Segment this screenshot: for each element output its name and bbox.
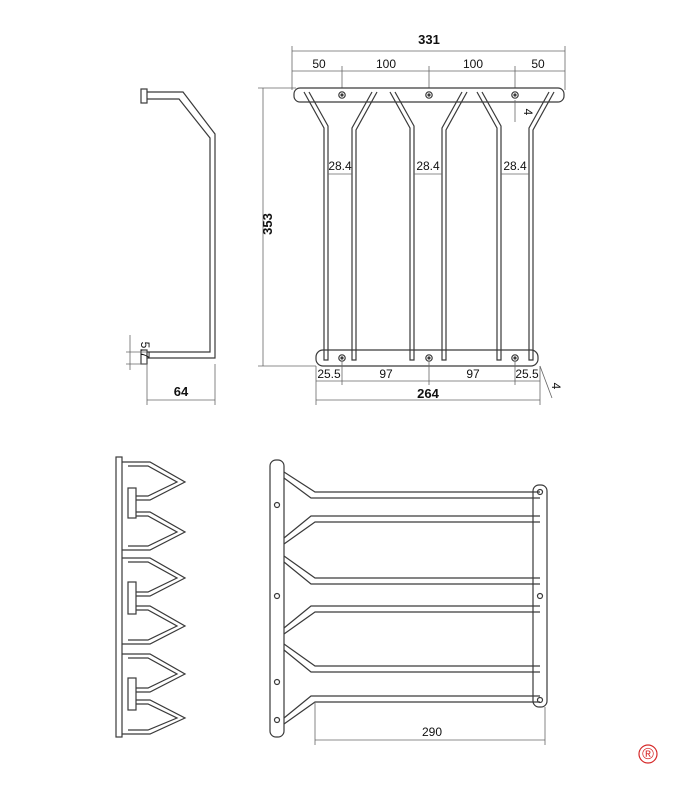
front-bottom-dimensions	[315, 362, 541, 405]
tine-1-left	[303, 91, 329, 361]
arm-3	[283, 555, 540, 579]
screw-hole-top-2	[425, 91, 433, 99]
side-wire-outer	[147, 91, 216, 359]
arm-4	[283, 611, 540, 635]
arm-2	[283, 521, 540, 545]
dim-bottom-seg-3: 97	[466, 367, 480, 381]
top-view-wall-plate	[115, 456, 123, 738]
dim-overall-width: 331	[418, 32, 440, 47]
dim-bottom-offset: 4	[549, 383, 563, 390]
dim-top-offset: 4	[521, 109, 535, 116]
dim-tine-gap-3: 28.4	[503, 159, 527, 173]
bottom-mounting-bar	[315, 349, 539, 367]
side-wire-inner	[147, 98, 211, 353]
loop-3	[122, 653, 187, 693]
arm-view	[269, 459, 548, 738]
arm-1	[283, 471, 540, 493]
loop-2	[122, 557, 187, 597]
loop-1	[122, 461, 187, 501]
wire-tines	[303, 91, 555, 361]
screw-hole-bottom-3	[511, 354, 519, 362]
arm-view-end-bar	[532, 484, 548, 708]
registered-mark-circle	[638, 744, 658, 764]
arm-length-dimension	[314, 702, 546, 745]
registered-mark: ®	[642, 746, 654, 763]
screw-hole-bottom-1	[338, 354, 346, 362]
front-view	[293, 87, 565, 367]
offset-dimensions	[514, 100, 553, 399]
dim-height: 353	[260, 213, 275, 235]
tine-2-left	[389, 91, 415, 361]
front-height-dimension	[258, 87, 316, 367]
dim-top-seg-1: 50	[312, 57, 326, 71]
dim-tine-gap-1: 28.4	[328, 159, 352, 173]
side-view	[140, 88, 216, 365]
screw-hole-top-3	[511, 91, 519, 99]
dim-tab-thickness: 5.7	[138, 342, 152, 359]
side-wall-tab-top	[140, 88, 148, 104]
dim-bottom-seg-2: 97	[379, 367, 393, 381]
dim-bottom-width: 264	[417, 386, 439, 401]
dim-tine-gap-2: 28.4	[416, 159, 440, 173]
tine-3-right	[528, 91, 555, 361]
dim-top-seg-3: 100	[463, 57, 483, 71]
top-view	[115, 456, 187, 738]
screw-hole-top-1	[338, 91, 346, 99]
dim-bottom-seg-1: 25.5	[317, 367, 341, 381]
tine-1-right	[351, 91, 378, 361]
tine-2-right	[441, 91, 468, 361]
front-top-dimensions	[291, 46, 566, 94]
arm-5	[283, 643, 540, 667]
dim-arm-length: 290	[422, 725, 442, 739]
tine-3-left	[476, 91, 502, 361]
screw-hole-bottom-2	[425, 354, 433, 362]
dim-bottom-seg-4: 25.5	[515, 367, 539, 381]
side-dimensions	[126, 335, 216, 405]
arm-6	[283, 701, 540, 725]
dim-top-seg-4: 50	[531, 57, 545, 71]
dim-top-seg-2: 100	[376, 57, 396, 71]
dim-depth: 64	[174, 384, 189, 399]
